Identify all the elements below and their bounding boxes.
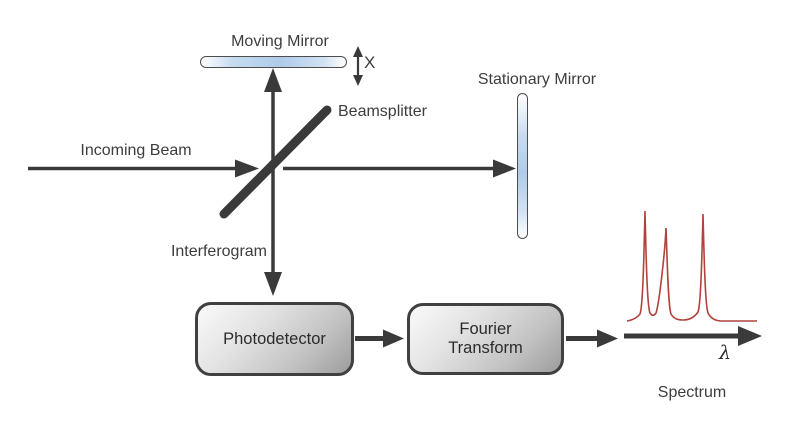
beamsplitter-label: Beamsplitter [338,103,427,120]
photodetector-label: Photodetector [223,329,326,348]
beamsplitter [219,105,332,219]
moving-mirror [200,56,347,68]
beam-vertical-line [264,68,282,296]
interferogram-down-arrowhead [264,272,282,296]
fourier-label-line2: Transform [448,339,523,357]
beam-to-stationary-arrow [283,159,516,178]
wavelength-axis-arrow [624,326,762,346]
incoming-beam-label: Incoming Beam [80,142,192,159]
arrow-photodetector-to-fourier [355,329,404,348]
stationary-mirror [517,93,528,239]
arrow-fourier-to-spectrum [566,329,618,348]
x-label: X [364,53,376,72]
fourier-transform-box: Fourier Transform [407,303,564,375]
spectrum-label: Spectrum [657,384,727,401]
fourier-label-line1: Fourier [459,320,512,338]
lambda-label: λ [718,342,732,364]
incoming-beam-arrow [28,159,259,178]
interferogram-label: Interferogram [170,243,267,260]
beam-up-arrowhead [264,68,282,92]
spectrum-curve [626,210,757,322]
x-displacement-arrow [353,46,363,86]
stationary-mirror-label: Stationary Mirror [477,71,597,88]
moving-mirror-label: Moving Mirror [231,33,329,50]
photodetector-box: Photodetector [195,302,354,376]
